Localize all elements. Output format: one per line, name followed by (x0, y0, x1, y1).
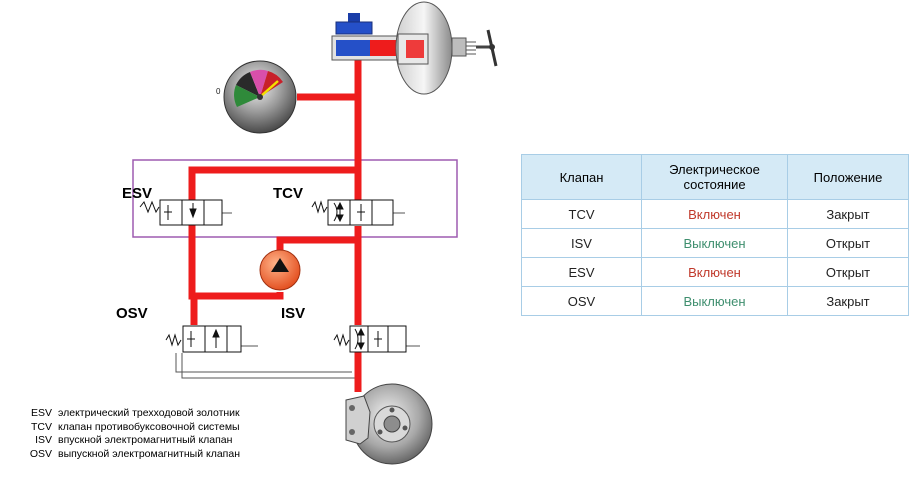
valve-state-table: Клапан Электрическое состояние Положение… (521, 154, 909, 316)
brake-booster-icon (331, 1, 498, 95)
isv-label: ISV (281, 305, 305, 322)
table-row: OSV Выключен Закрыт (521, 286, 909, 316)
osv-label: OSV (116, 305, 148, 322)
isv-valve (333, 325, 407, 353)
pressure-gauge-icon: 0 (216, 60, 297, 134)
state-cell: Включен (641, 199, 788, 229)
valve-cell: ESV (521, 257, 642, 287)
table-row: ISV Выключен Открыт (521, 228, 909, 258)
legend-text: клапан противобуксовочной системы (58, 420, 240, 433)
tcv-valve (311, 199, 394, 226)
legend-item: TCV клапан противобуксовочной системы (18, 421, 240, 435)
esv-valve (139, 199, 223, 226)
legend-abbr: TCV (31, 420, 52, 433)
position-cell: Закрыт (787, 199, 909, 229)
position-cell: Открыт (787, 228, 909, 258)
pump-icon (259, 249, 301, 291)
position-cell: Открыт (787, 257, 909, 287)
legend-item: OSV выпускной электромагнитный клапан (18, 448, 240, 462)
legend-text: выпускной электромагнитный клапан (58, 447, 240, 460)
legend-abbr: OSV (29, 447, 52, 460)
column-header-position: Положение (787, 154, 909, 200)
state-cell: Включен (641, 257, 788, 287)
column-header-valve: Клапан (521, 154, 642, 200)
state-cell: Выключен (641, 228, 788, 258)
legend-abbr: ESV (30, 407, 52, 419)
table-row: TCV Включен Закрыт (521, 199, 909, 229)
position-cell: Закрыт (787, 286, 909, 316)
valve-cell: OSV (521, 286, 642, 316)
table-header-row: Клапан Электрическое состояние Положение (521, 154, 909, 200)
esv-label: ESV (122, 185, 152, 202)
svg-text:0: 0 (216, 87, 221, 96)
legend-item: ISV впускной электромагнитный клапан (18, 434, 240, 448)
valve-cell: TCV (521, 199, 642, 229)
state-cell: Выключен (641, 286, 788, 316)
legend-item: ESV электрический трехходовой золотник (18, 407, 240, 421)
legend: ESV электрический трехходовой золотник T… (18, 407, 240, 461)
legend-text: впускной электромагнитный клапан (58, 434, 233, 446)
column-header-electrical-state: Электрическое состояние (641, 154, 788, 200)
osv-valve (165, 325, 242, 353)
brake-disc-icon (345, 383, 433, 465)
valve-cell: ISV (521, 228, 642, 258)
legend-text: электрический трехходовой золотник (58, 407, 240, 419)
table-row: ESV Включен Открыт (521, 257, 909, 287)
legend-abbr: ISV (35, 434, 52, 446)
return-lines (175, 212, 420, 379)
tcv-label: TCV (273, 185, 303, 202)
